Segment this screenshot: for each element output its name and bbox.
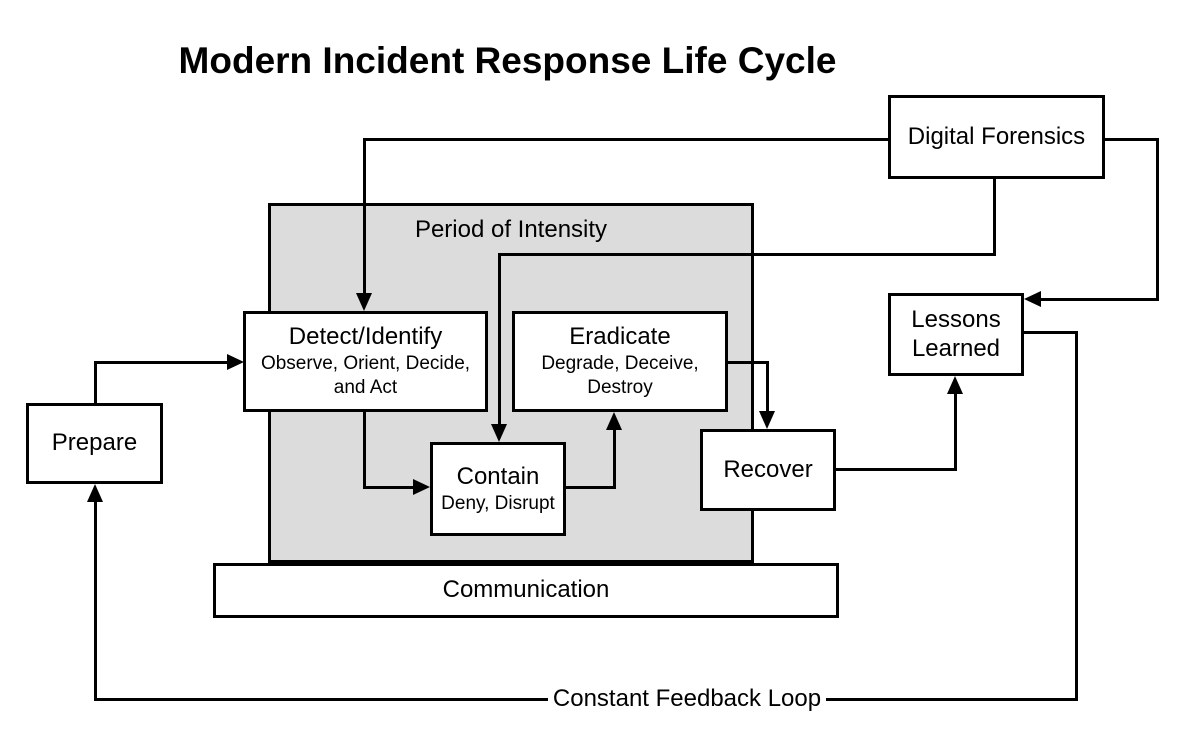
arrowhead-into-eradicate-bottom-icon <box>606 412 622 430</box>
node-prepare: Prepare <box>26 403 163 484</box>
edge-feedback-loop-line <box>94 502 97 701</box>
communication-bar: Communication <box>213 563 839 618</box>
edge-detect-contain-line <box>363 412 366 489</box>
edge-forensics-detect-line <box>363 138 366 294</box>
node-eradicate: Eradicate Degrade, Deceive, Destroy <box>512 311 728 412</box>
edge-recover-lessons-line <box>836 468 957 471</box>
edge-feedback-loop-line <box>1075 331 1078 701</box>
arrowhead-into-lessons-bottom-icon <box>947 376 963 394</box>
edge-forensics-detect-line <box>363 138 888 141</box>
arrowhead-into-prepare-bottom-icon <box>87 484 103 502</box>
contain-label: Contain <box>456 462 540 490</box>
edge-prepare-detect-line <box>94 362 97 404</box>
edge-eradicate-recover-line <box>728 361 769 364</box>
node-recover: Recover <box>700 429 836 511</box>
edge-forensics-contain-line <box>993 178 996 256</box>
arrowhead-into-contain-top-icon <box>491 424 507 442</box>
constant-feedback-loop-label: Constant Feedback Loop <box>548 685 826 713</box>
edge-eradicate-recover-line <box>766 361 769 412</box>
edge-forensics-lessons-line <box>1041 298 1159 301</box>
edge-forensics-contain-line <box>498 253 996 256</box>
detect-identify-sublabel: Observe, Orient, Decide, and Act <box>260 353 471 398</box>
edge-contain-eradicate-line <box>566 486 616 489</box>
contain-sublabel: Deny, Disrupt <box>441 492 555 514</box>
arrowhead-into-recover-top-icon <box>759 411 775 429</box>
node-lessons-learned: Lessons Learned <box>888 293 1024 376</box>
edge-forensics-contain-line <box>498 253 501 425</box>
detect-identify-label: Detect/Identify <box>288 323 443 351</box>
edge-detect-contain-line <box>363 486 414 489</box>
edge-forensics-lessons-line <box>1156 138 1159 301</box>
node-detect-identify: Detect/Identify Observe, Orient, Decide,… <box>243 311 488 412</box>
eradicate-label: Eradicate <box>569 323 671 351</box>
communication-label: Communication <box>442 576 610 604</box>
diagram-title: Modern Incident Response Life Cycle <box>178 40 837 81</box>
node-contain: Contain Deny, Disrupt <box>430 442 566 536</box>
eradicate-sublabel: Degrade, Deceive, Destroy <box>541 353 699 398</box>
arrowhead-into-detect-top-icon <box>356 293 372 311</box>
period-of-intensity-label: Period of Intensity <box>414 216 608 243</box>
arrowhead-into-contain-left-icon <box>413 479 430 495</box>
edge-recover-lessons-line <box>954 394 957 471</box>
digital-forensics-label: Digital Forensics <box>907 122 1086 150</box>
arrowhead-into-detect-left-icon <box>227 354 244 370</box>
arrowhead-into-lessons-right-icon <box>1024 291 1041 307</box>
node-digital-forensics: Digital Forensics <box>888 95 1105 179</box>
edge-contain-eradicate-line <box>613 429 616 489</box>
edge-feedback-loop-line <box>1024 331 1078 334</box>
lessons-learned-label: Lessons Learned <box>911 305 1001 362</box>
edge-prepare-detect-line <box>94 361 228 364</box>
recover-label: Recover <box>723 455 813 483</box>
edge-forensics-lessons-line <box>1105 138 1159 141</box>
prepare-label: Prepare <box>51 429 138 457</box>
